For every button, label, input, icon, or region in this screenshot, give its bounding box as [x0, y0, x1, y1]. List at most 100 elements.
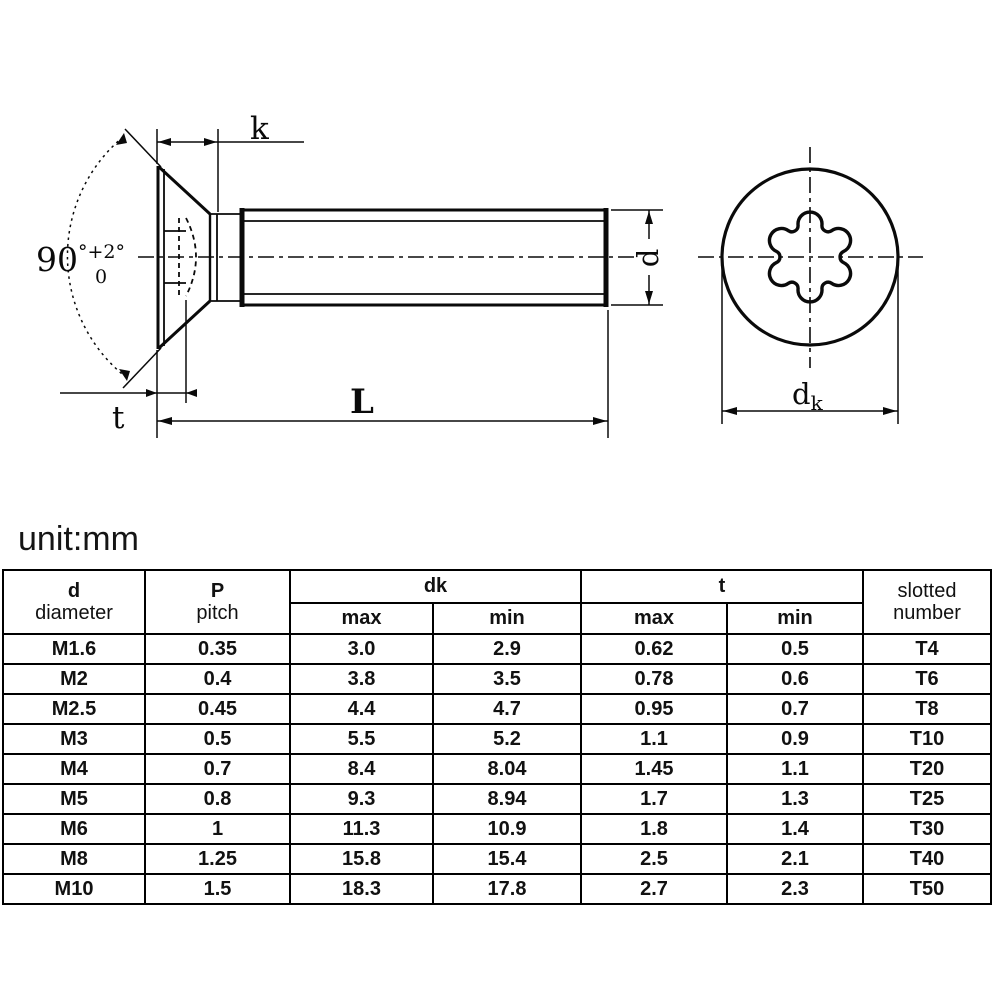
header-slotted: slotted: [897, 579, 957, 602]
header-d: d: [67, 579, 81, 602]
value-cell: T50: [862, 873, 993, 905]
value-cell: 8.94: [432, 783, 582, 815]
value-cell: 1.7: [580, 783, 728, 815]
t-label: t: [112, 400, 125, 436]
header-dk-max: max: [289, 602, 434, 635]
unit-note: unit:mm: [18, 520, 139, 558]
torx-recess: [767, 210, 853, 304]
value-cell: 4.4: [289, 693, 434, 725]
value-cell: T30: [862, 813, 993, 845]
d-dimension: [611, 209, 663, 306]
value-cell: 2.3: [725, 873, 865, 905]
countersink-angle-annotation: [66, 128, 162, 389]
value-cell: 3.0: [289, 633, 434, 665]
value-cell: 2.1: [725, 843, 865, 875]
header-t-min: min: [725, 602, 865, 635]
header-t-max: max: [580, 602, 728, 635]
screw-side-view: k t L d 90°+2°0: [36, 111, 665, 438]
value-cell: 5.2: [432, 723, 582, 755]
value-cell: 0.5: [144, 723, 291, 755]
value-cell: 10.9: [432, 813, 582, 845]
header-pitch: pitch: [196, 602, 239, 624]
countersink-angle-label: 90°+2°0: [36, 240, 125, 288]
k-label: k: [250, 111, 269, 147]
value-cell: 0.45: [144, 693, 291, 725]
value-cell: 0.8: [144, 783, 291, 815]
value-cell: 0.78: [580, 663, 728, 695]
value-cell: 3.8: [289, 663, 434, 695]
value-cell: 0.95: [580, 693, 728, 725]
header-t-group: t: [579, 569, 865, 604]
header-number: number: [893, 602, 961, 624]
value-cell: 2.9: [432, 633, 582, 665]
value-cell: 0.9: [725, 723, 865, 755]
size-cell: M4: [2, 753, 146, 785]
header-dk-min: min: [432, 602, 582, 635]
screw-front-view: dk: [698, 147, 923, 424]
technical-drawing: k t L d 90°+2°0: [36, 111, 923, 438]
shank: [239, 208, 609, 307]
value-cell: 18.3: [289, 873, 434, 905]
value-cell: T8: [862, 693, 993, 725]
header-slotted-number: slotted number: [862, 569, 993, 635]
size-cell: M8: [2, 843, 146, 875]
value-cell: 15.4: [432, 843, 582, 875]
value-cell: T10: [862, 723, 993, 755]
header-p: P: [210, 579, 225, 602]
front-view-centerlines: [698, 147, 923, 368]
value-cell: 1.25: [144, 843, 291, 875]
size-cell: M5: [2, 783, 146, 815]
size-cell: M1.6: [2, 633, 146, 665]
value-cell: 8.04: [432, 753, 582, 785]
value-cell: 17.8: [432, 873, 582, 905]
size-cell: M2: [2, 663, 146, 695]
value-cell: 2.7: [580, 873, 728, 905]
value-cell: T20: [862, 753, 993, 785]
size-cell: M10: [2, 873, 146, 905]
value-cell: 3.5: [432, 663, 582, 695]
value-cell: 1.45: [580, 753, 728, 785]
value-cell: 2.5: [580, 843, 728, 875]
value-cell: T6: [862, 663, 993, 695]
value-cell: 0.6: [725, 663, 865, 695]
value-cell: 1.8: [580, 813, 728, 845]
header-p-pitch: P pitch: [144, 569, 291, 635]
value-cell: 1: [144, 813, 291, 845]
value-cell: 1.5: [144, 873, 291, 905]
value-cell: 0.62: [580, 633, 728, 665]
d-label: d: [631, 249, 665, 268]
size-cell: M2.5: [2, 693, 146, 725]
spec-table-header: d diameter P pitch dk t slotted number m…: [2, 569, 993, 635]
header-diameter: diameter: [35, 602, 113, 624]
header-d-diameter: d diameter: [2, 569, 146, 635]
value-cell: 1.1: [580, 723, 728, 755]
value-cell: T4: [862, 633, 993, 665]
value-cell: 1.1: [725, 753, 865, 785]
value-cell: 0.7: [725, 693, 865, 725]
value-cell: 1.3: [725, 783, 865, 815]
value-cell: 9.3: [289, 783, 434, 815]
value-cell: 8.4: [289, 753, 434, 785]
value-cell: 1.4: [725, 813, 865, 845]
l-label: L: [350, 382, 374, 422]
t-dimension: [60, 300, 197, 403]
size-cell: M6: [2, 813, 146, 845]
value-cell: 5.5: [289, 723, 434, 755]
value-cell: T40: [862, 843, 993, 875]
value-cell: T25: [862, 783, 993, 815]
side-view-labels: k t L d 90°+2°0: [36, 111, 665, 436]
value-cell: 0.5: [725, 633, 865, 665]
value-cell: 0.4: [144, 663, 291, 695]
l-dimension: [156, 310, 609, 438]
spec-table: d diameter P pitch dk t slotted number m…: [2, 569, 993, 905]
